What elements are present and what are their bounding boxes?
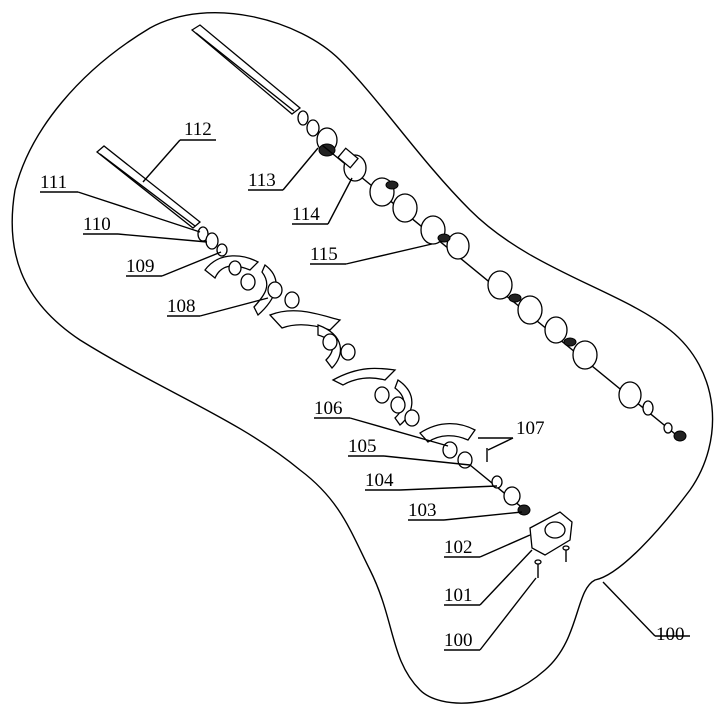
label-116: 115 (310, 244, 338, 265)
label-115: 114 (292, 204, 320, 225)
leader-lines (40, 139, 690, 651)
upper-shaft-assembly (190, 24, 687, 442)
label-111: 110 (83, 214, 111, 235)
label-112: 111 (40, 172, 67, 193)
label-110: 109 (126, 256, 155, 277)
label-114: 113 (248, 170, 276, 191)
enclosure-outline-100 (11, 12, 714, 704)
label-108: 107 (516, 418, 545, 439)
upper-discs (337, 147, 687, 442)
part-labels: 112 111 110 109 108 113 114 115 106 107 … (40, 119, 685, 651)
label-109: 108 (167, 296, 196, 317)
label-100-text: 100 (656, 624, 685, 645)
label-107: 106 (314, 398, 343, 419)
lower-shaft-assembly (95, 145, 573, 578)
label-105: 104 (365, 470, 394, 491)
label-104: 103 (408, 500, 437, 521)
label-113: 112 (184, 119, 212, 140)
label-103: 102 (444, 537, 473, 558)
label-102: 101 (444, 585, 473, 606)
label-106: 105 (348, 436, 377, 457)
label-101: 100 (444, 630, 473, 651)
